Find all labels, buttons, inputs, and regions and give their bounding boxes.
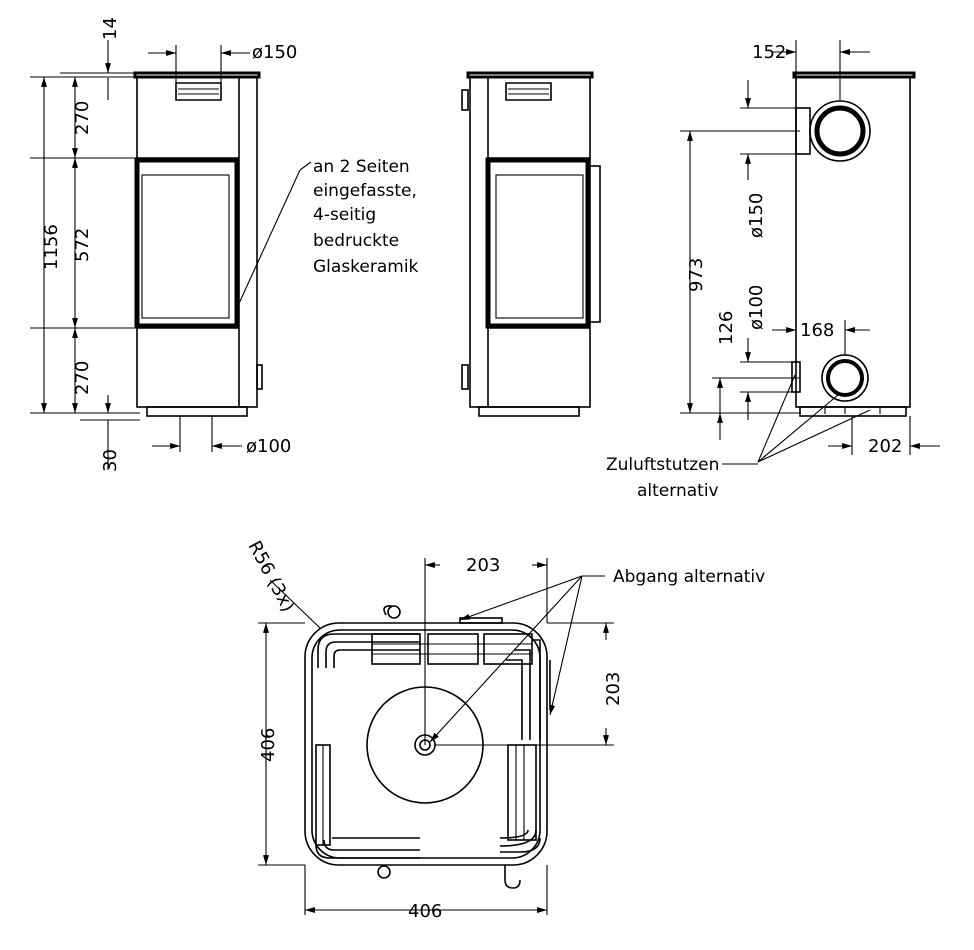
dim-plan-x: 203 [466, 555, 500, 576]
side-view [791, 71, 916, 417]
front-glass [141, 174, 230, 319]
dim-window-height: 572 [72, 228, 93, 262]
glass-note-line-1: an 2 Seiten [313, 157, 410, 177]
door-handle-bar [587, 165, 601, 323]
air-inlet-line-2: alternativ [637, 481, 719, 501]
front-glass-frame [134, 157, 240, 329]
angled-view [461, 71, 601, 417]
side-air-ring [826, 359, 864, 397]
air-inlet-line-1: Zuluftstutzen [606, 455, 719, 475]
glass-note-line-3: 4-seitig [313, 205, 376, 225]
dim-bottom-air: ø100 [246, 436, 291, 457]
dim-top-offset: 14 [100, 17, 121, 40]
dim-side-flue: ø150 [746, 193, 767, 238]
dim-side-air-height: 126 [716, 311, 737, 345]
side-flue-ring [814, 105, 866, 157]
dim-total-height: 1156 [41, 224, 62, 270]
front-base [146, 406, 248, 417]
dim-side-flue-height: 973 [686, 258, 707, 292]
front-view [133, 71, 312, 417]
dim-top-flue: ø150 [252, 42, 297, 63]
dim-plan-y: 203 [603, 672, 624, 706]
plan-view [304, 605, 551, 889]
glass-leader-tick [299, 161, 312, 171]
side-dimensions: 152 ø150 973 ø100 126 168 202 [680, 40, 940, 465]
front-grille-slats [178, 88, 219, 95]
front-handle [256, 364, 263, 390]
dim-base-height: 30 [100, 449, 121, 472]
air-inlet-annotation: Zuluftstutzen alternativ [606, 455, 719, 501]
dim-side-air: ø100 [746, 285, 767, 330]
dim-side-base-offset: 202 [868, 436, 902, 457]
glass-note-line-4: bedruckte [313, 231, 399, 251]
dim-side-air-offset: 168 [800, 320, 834, 341]
outlet-annotation: Abgang alternativ [613, 567, 765, 587]
glass-note-line-2: eingefasste, [313, 181, 417, 201]
dim-plan-width: 406 [408, 901, 442, 922]
glass-note-line-5: Glaskeramik [313, 257, 419, 277]
dim-corner-radius: R56 (3x) [244, 537, 299, 615]
glass-leader-line [235, 169, 301, 311]
dim-plan-depth: 406 [258, 728, 279, 762]
front-dimensions: 14 270 1156 572 270 30 ø150 ø100 [30, 17, 297, 472]
dim-upper-section: 270 [72, 101, 93, 135]
glass-annotation: an 2 Seiten eingefasste, 4-seitig bedruc… [313, 157, 419, 277]
dim-side-flue-offset: 152 [752, 42, 786, 63]
plan-outline [304, 622, 548, 866]
front-flue-grille [175, 82, 222, 101]
dim-lower-section: 270 [72, 361, 93, 395]
